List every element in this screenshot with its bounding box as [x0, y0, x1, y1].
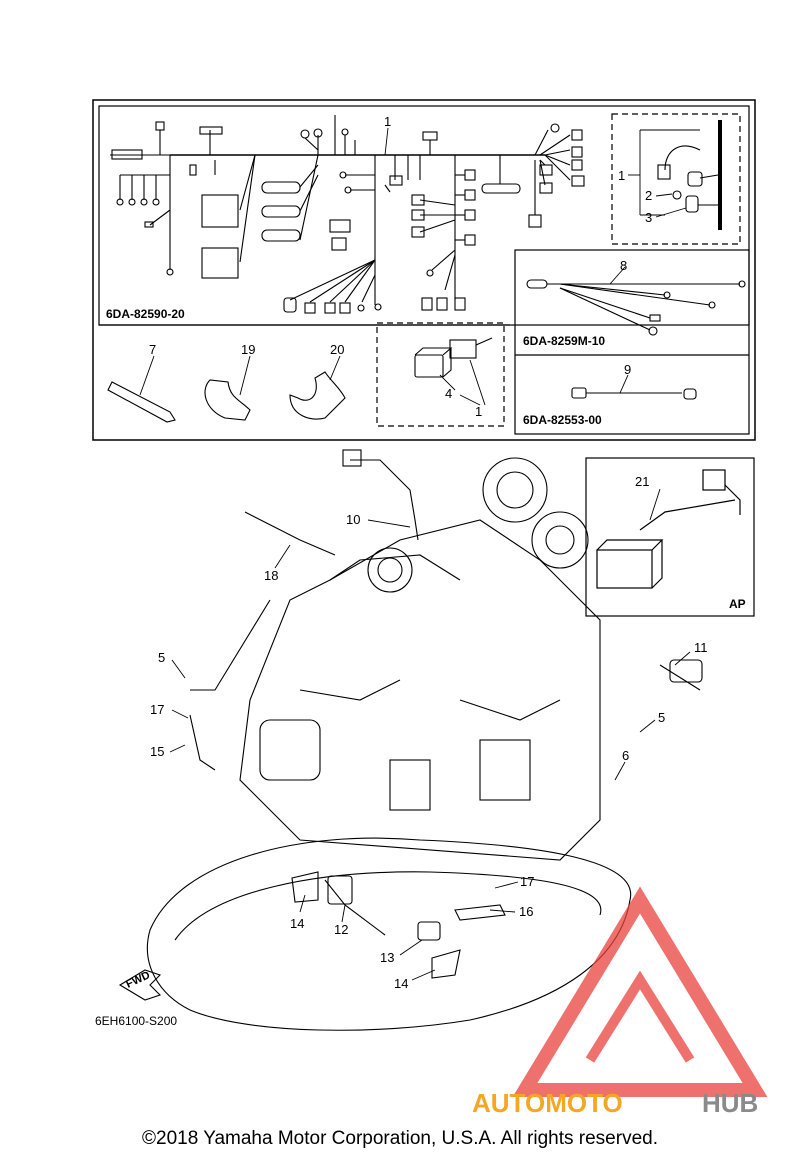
- callout-5-left: 5: [158, 650, 165, 665]
- callout-1-relay: 1: [475, 404, 482, 419]
- inset-connector-parts: [657, 120, 722, 230]
- part-code-labels: 6DA-82590-20 6DA-8259M-10 6DA-82553-00 A…: [95, 307, 746, 1028]
- callout-2: 2: [645, 188, 652, 203]
- callout-1-inset: 1: [618, 168, 625, 183]
- fwd-arrow-label: FWD: [124, 969, 152, 990]
- engine-drawing: [118, 449, 703, 1031]
- callout-9: 9: [624, 362, 631, 377]
- ap-inset: [585, 457, 755, 617]
- callout-1-main: 1: [384, 114, 391, 129]
- callout-4: 4: [445, 386, 452, 401]
- callout-7: 7: [149, 342, 156, 357]
- automotohub-logo: AUTOMOTO HUB: [472, 886, 768, 1118]
- leader-lines: [139, 127, 700, 981]
- callout-16: 16: [519, 904, 533, 919]
- harness-part-code: 6DA-82590-20: [106, 307, 185, 321]
- sub-harness-part-code: 6DA-8259M-10: [523, 334, 605, 348]
- callout-13: 13: [380, 950, 394, 965]
- callout-21: 21: [635, 474, 649, 489]
- callout-labels: 1 1 2 3 4 1 7 19 20 8 9 10 18 21 5 11 17…: [149, 114, 708, 991]
- copyright-notice: ©2018 Yamaha Motor Corporation, U.S.A. A…: [142, 1128, 658, 1149]
- lead-part-code: 6DA-82553-00: [523, 413, 602, 427]
- callout-6: 6: [622, 748, 629, 763]
- sub-harness-drawing: [526, 279, 746, 400]
- callout-3: 3: [645, 210, 652, 225]
- callout-8: 8: [620, 258, 627, 273]
- callout-15: 15: [150, 744, 164, 759]
- relay-and-connector: [414, 337, 493, 378]
- callout-14-right: 14: [394, 976, 408, 991]
- callout-17-right: 17: [520, 874, 534, 889]
- callout-10: 10: [346, 512, 360, 527]
- clamp-parts: [107, 371, 346, 423]
- wire-harness-drawing: [110, 115, 585, 314]
- callout-19: 19: [241, 342, 255, 357]
- callout-17-left: 17: [150, 702, 164, 717]
- logo-text-orange: AUTOMOTO: [472, 1088, 623, 1118]
- harness-panel: [92, 99, 756, 441]
- callout-18: 18: [264, 568, 278, 583]
- logo-text-gray: HUB: [702, 1088, 758, 1118]
- callout-12: 12: [334, 922, 348, 937]
- callout-5-right: 5: [658, 710, 665, 725]
- callout-11: 11: [694, 640, 708, 655]
- drawing-id: 6EH6100-S200: [95, 1014, 177, 1028]
- callout-20: 20: [330, 342, 344, 357]
- ap-inset-label: AP: [729, 597, 746, 611]
- callout-14-left: 14: [290, 916, 304, 931]
